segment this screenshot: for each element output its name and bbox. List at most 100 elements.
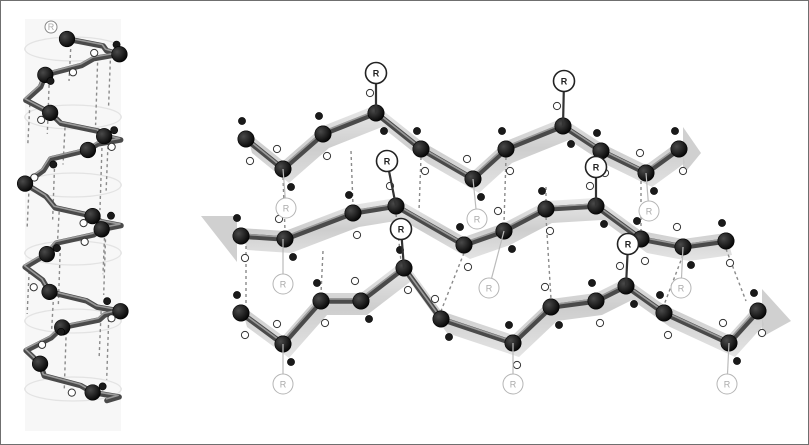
oxygen-atom — [110, 126, 119, 135]
hydrogen-atom — [272, 144, 282, 154]
carbon-atom — [93, 221, 110, 238]
alpha-carbon-atom — [432, 310, 450, 328]
hydrogen-atom — [350, 276, 360, 286]
side-chain-circle — [375, 149, 399, 173]
hydrogen-atom — [545, 226, 555, 236]
side-chain-circle — [272, 373, 294, 395]
side-chain-text: R — [561, 76, 568, 86]
side-chain-label: R — [466, 208, 488, 230]
oxygen-atom — [287, 358, 295, 366]
hydrogen-atom — [240, 253, 250, 263]
carbon-atom — [79, 141, 97, 159]
side-chain-circle — [478, 277, 500, 299]
oxygen-atom — [588, 279, 596, 287]
side-chain-text: R — [384, 156, 391, 166]
hydrogen-atom — [322, 151, 332, 161]
helix-backbone-highlight — [23, 36, 121, 400]
oxygen-atom — [593, 129, 601, 137]
side-chain-label: R — [272, 373, 294, 395]
side-chain-circle — [466, 208, 488, 230]
helix-side-chain-circle — [44, 20, 58, 34]
hydrogen-atom — [37, 115, 46, 125]
oxygen-atom — [52, 244, 61, 253]
side-chain-text: R — [593, 162, 600, 172]
helix-atoms: R — [16, 20, 129, 401]
strand-arrow-head — [201, 216, 237, 262]
alpha-carbon-atom — [312, 292, 330, 310]
helix-hydrogen-bond — [105, 140, 109, 191]
sheet-hydrogen-bond — [418, 156, 422, 212]
carbon-atom — [16, 175, 34, 192]
side-chain-text: R — [486, 283, 493, 293]
side-chain-circle — [364, 61, 388, 85]
helix-hydrogen-bond — [94, 62, 99, 126]
hydrogen-atom — [505, 166, 515, 176]
alpha-carbon-atom — [749, 302, 767, 320]
alpha-carbon-atom — [497, 140, 515, 158]
oxygen-atom — [538, 187, 546, 195]
side-chain-text: R — [646, 206, 653, 216]
hydrogen-atom — [430, 294, 440, 304]
hydrogen-atom — [420, 166, 430, 176]
side-chain-label: R — [584, 155, 608, 179]
hydrogen-atom — [493, 206, 503, 216]
oxygen-atom — [98, 382, 107, 391]
oxygen-atom — [555, 321, 563, 329]
side-chain-label: R — [275, 197, 297, 219]
side-chain-label: R — [716, 373, 738, 395]
alpha-helix: R — [16, 19, 129, 431]
alpha-carbon-atom — [717, 232, 735, 250]
side-chain-label: R — [375, 149, 399, 173]
carbon-atom — [96, 128, 113, 145]
side-chain-label: R — [670, 277, 692, 299]
side-chain-text: R — [625, 239, 632, 249]
oxygen-atom — [445, 333, 453, 341]
oxygen-atom — [600, 220, 608, 228]
hydrogen-atom — [462, 154, 472, 164]
helix-hydrogen-bond — [99, 147, 103, 211]
side-chain-circle — [638, 200, 660, 222]
side-chain-label: R — [478, 277, 500, 299]
oxygen-atom — [508, 245, 516, 253]
oxygen-atom — [567, 140, 575, 148]
alpha-carbon-atom — [314, 125, 332, 143]
hydrogen-atom — [757, 328, 767, 338]
hydrogen-atom — [30, 173, 39, 182]
side-chain-circle — [552, 69, 576, 93]
strand-arrow-head — [683, 127, 701, 175]
side-chain-circle — [389, 217, 413, 241]
hydrogen-atom — [79, 219, 88, 228]
hydrogen-atom — [585, 181, 595, 191]
hydrogen-atom — [245, 156, 255, 166]
side-chain-label: R — [389, 217, 413, 241]
alpha-carbon-atom — [655, 304, 673, 322]
alpha-carbon-atom — [352, 292, 370, 310]
helix-hydrogen-bond — [105, 318, 110, 380]
oxygen-atom — [380, 127, 388, 135]
oxygen-atom — [345, 191, 353, 199]
sheet-hydrogen-bond — [503, 156, 507, 224]
hydrogen-atom — [80, 237, 89, 246]
helix-side-chain-label: R — [44, 20, 58, 34]
carbon-atom — [111, 46, 128, 63]
hydrogen-atom — [68, 68, 78, 77]
oxygen-atom — [456, 223, 464, 231]
hydrogen-atom — [635, 148, 645, 158]
helix-hydrogen-bond — [27, 104, 31, 145]
hydrogen-atom — [595, 318, 605, 328]
oxygen-atom — [671, 127, 679, 135]
oxygen-atom — [687, 261, 695, 269]
helix-hydrogen-bond — [68, 42, 72, 81]
oxygen-atom — [233, 291, 241, 299]
strand-arrow-body — [246, 105, 685, 193]
alpha-carbon-atom — [232, 227, 250, 245]
sheet-hydrogen-bond — [440, 252, 465, 312]
oxygen-atom — [498, 127, 506, 135]
hydrogen-atom — [640, 256, 650, 266]
helix-side-chain-text: R — [48, 22, 55, 32]
hydrogen-atom — [29, 283, 38, 292]
hydrogen-atom — [272, 319, 282, 329]
